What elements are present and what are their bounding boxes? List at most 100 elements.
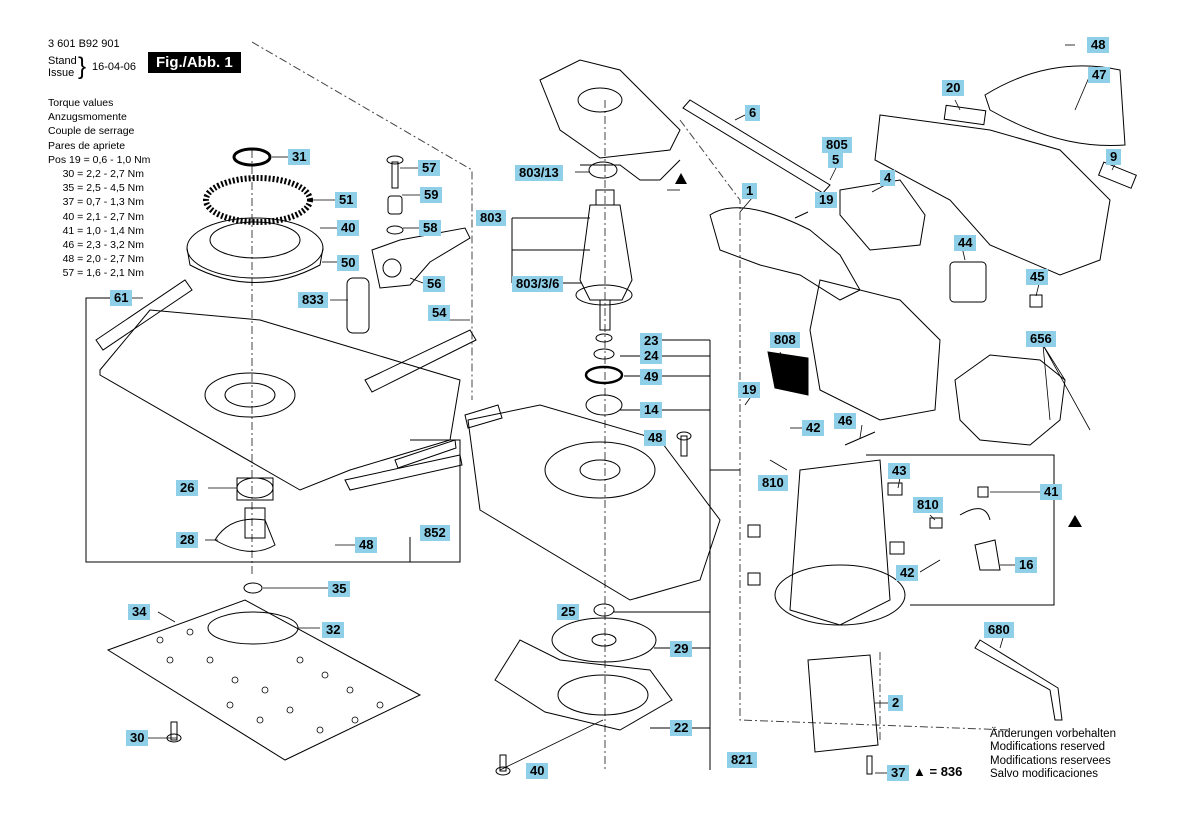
callout-810: 810 <box>758 475 788 491</box>
callout-32: 32 <box>322 622 345 638</box>
callout-680: 680 <box>984 622 1014 638</box>
part-31-ring <box>232 147 272 167</box>
callout-9: 9 <box>1106 149 1122 165</box>
figure-label: Fig./Abb. 1 <box>148 52 241 73</box>
base-plate-assembly <box>99 309 461 491</box>
callout-49: 49 <box>640 369 663 385</box>
callout-19-lower: 19 <box>738 382 761 398</box>
fan-cover <box>539 59 681 159</box>
callout-57: 57 <box>418 160 441 176</box>
callout-5: 5 <box>828 152 844 168</box>
callout-23: 23 <box>640 333 663 349</box>
callout-29: 29 <box>670 641 693 657</box>
callout-810-right: 810 <box>913 497 943 513</box>
motor-field <box>789 459 891 626</box>
callout-51: 51 <box>335 192 358 208</box>
torque-title-de: Anzugsmomente <box>48 111 127 124</box>
motor-housing-base <box>467 404 721 601</box>
torque-row: 40 = 2,1 - 2,7 Nm <box>48 210 145 223</box>
part-2-field-coil <box>807 654 879 753</box>
callout-30: 30 <box>126 730 149 746</box>
callout-47: 47 <box>1088 67 1111 83</box>
callout-54: 54 <box>428 305 451 321</box>
callout-42: 42 <box>802 420 825 436</box>
torque-row: 37 = 0,7 - 1,3 Nm <box>48 196 145 209</box>
modifications-note: Änderungen vorbehalten Modifications res… <box>990 728 1116 782</box>
triangle-icon: ▲ <box>913 764 926 779</box>
part-47-filter <box>984 65 1126 147</box>
part-656-dust-box <box>954 354 1066 446</box>
armature <box>579 204 633 301</box>
callout-26: 26 <box>176 480 199 496</box>
callout-803-13: 803/13 <box>515 165 563 181</box>
torque-row: 30 = 2,2 - 2,7 Nm <box>48 168 145 181</box>
callout-28: 28 <box>176 532 199 548</box>
callout-656: 656 <box>1026 331 1056 347</box>
part-56-lever <box>371 227 471 289</box>
callout-22: 22 <box>670 720 693 736</box>
callout-42-right: 42 <box>896 565 919 581</box>
callout-6: 6 <box>745 105 761 121</box>
brace-glyph: } <box>78 53 87 80</box>
torque-table: Torque values Anzugsmomente Couple de se… <box>48 96 150 281</box>
callout-4: 4 <box>880 170 896 186</box>
note-line: Salvo modificaciones <box>990 768 1099 781</box>
torque-row: Pos 19 = 0,6 - 1,0 Nm <box>48 153 151 166</box>
part-28-eccentric <box>214 518 276 552</box>
callout-16: 16 <box>1015 557 1038 573</box>
callout-56: 56 <box>423 276 446 292</box>
callout-803: 803 <box>476 210 506 226</box>
callout-48-mid: 48 <box>644 430 667 446</box>
torque-title-en: Torque values <box>48 97 114 109</box>
callout-59: 59 <box>420 187 443 203</box>
callout-14: 14 <box>640 402 663 418</box>
callout-821: 821 <box>727 752 757 768</box>
callout-61: 61 <box>110 290 133 306</box>
issue-label: Issue <box>48 67 75 79</box>
callout-43: 43 <box>888 463 911 479</box>
callout-808: 808 <box>770 332 800 348</box>
part-51-seal <box>203 175 313 225</box>
doc-number: 3 601 B92 901 <box>48 38 120 50</box>
callout-24: 24 <box>640 348 663 364</box>
callout-48-top: 48 <box>1087 37 1110 53</box>
issue-date: 16-04-06 <box>92 61 137 73</box>
callout-40-bottom: 40 <box>526 763 549 779</box>
callout-41: 41 <box>1040 484 1063 500</box>
torque-row: 35 = 2,5 - 4,5 Nm <box>48 182 145 195</box>
right-housing-shell <box>874 114 1111 276</box>
torque-row: 48 = 2,0 - 2,7 Nm <box>48 253 145 266</box>
stand-label: Stand <box>48 55 77 67</box>
part-833 <box>346 277 370 334</box>
callout-46: 46 <box>834 413 857 429</box>
part-34-sanding-pad <box>106 599 422 761</box>
callout-25: 25 <box>557 604 580 620</box>
note-line: Modifications reserved <box>990 741 1106 754</box>
part-26-bearing <box>236 477 274 499</box>
callout-58: 58 <box>419 220 442 236</box>
torque-row: 57 = 1,6 - 2,1 Nm <box>48 267 145 280</box>
callout-48: 48 <box>355 537 378 553</box>
callout-19: 19 <box>815 192 838 208</box>
torque-title-es: Pares de apriete <box>48 139 126 152</box>
callout-50: 50 <box>337 255 360 271</box>
note-line: Modifications reservees <box>990 754 1111 767</box>
callout-20: 20 <box>942 80 965 96</box>
legend-836: ▲ = 836 <box>913 764 962 779</box>
callout-34: 34 <box>128 604 151 620</box>
callout-44: 44 <box>954 235 977 251</box>
callout-803-3-6: 803/3/6 <box>512 276 564 292</box>
callout-35: 35 <box>328 581 351 597</box>
part-6-shaft <box>682 99 831 194</box>
callout-40: 40 <box>337 220 360 236</box>
callout-45: 45 <box>1026 269 1049 285</box>
callout-31: 31 <box>288 149 311 165</box>
part-22-cover <box>494 639 673 731</box>
torque-title-fr: Couple de serrage <box>48 125 135 138</box>
torque-row: 41 = 1,0 - 1,4 Nm <box>48 224 145 237</box>
part-50-housing <box>186 217 324 279</box>
callout-805: 805 <box>822 137 852 153</box>
part-680-allen-key <box>974 639 1063 721</box>
callout-1: 1 <box>742 183 758 199</box>
